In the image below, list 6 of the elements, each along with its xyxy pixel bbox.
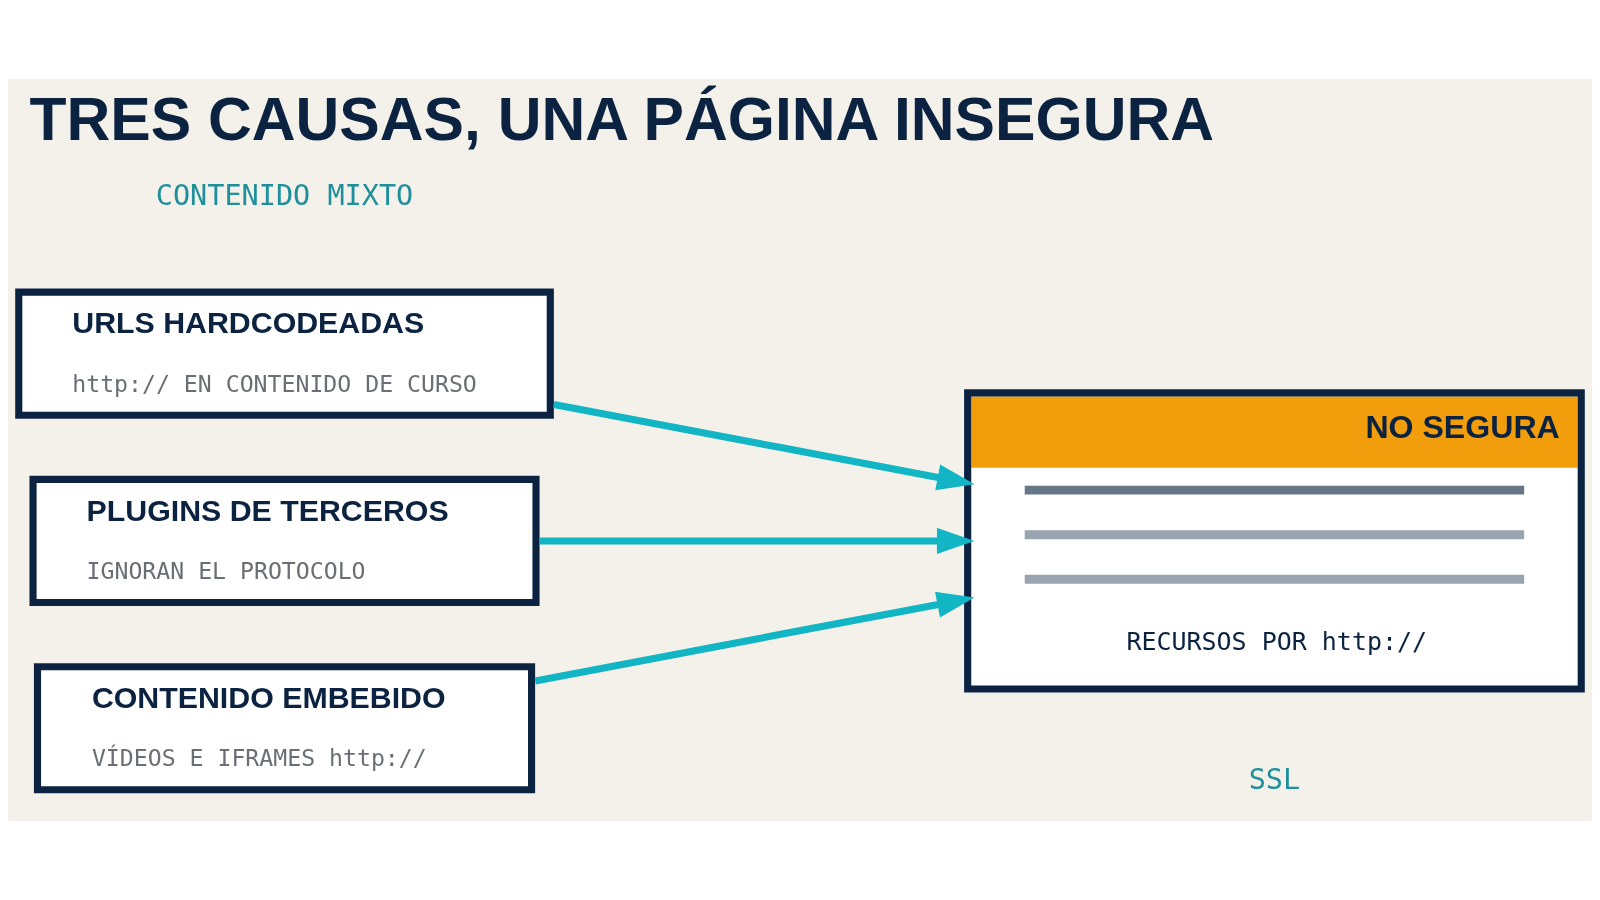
diagram-title: TRES CAUSAS, UNA PÁGINA INSEGURA [29,85,1214,153]
label: SSL [1248,762,1301,796]
label: CONTENIDO MIXTO [155,179,414,213]
arrow [553,400,975,491]
arrow [534,591,975,685]
arrow [539,527,975,555]
